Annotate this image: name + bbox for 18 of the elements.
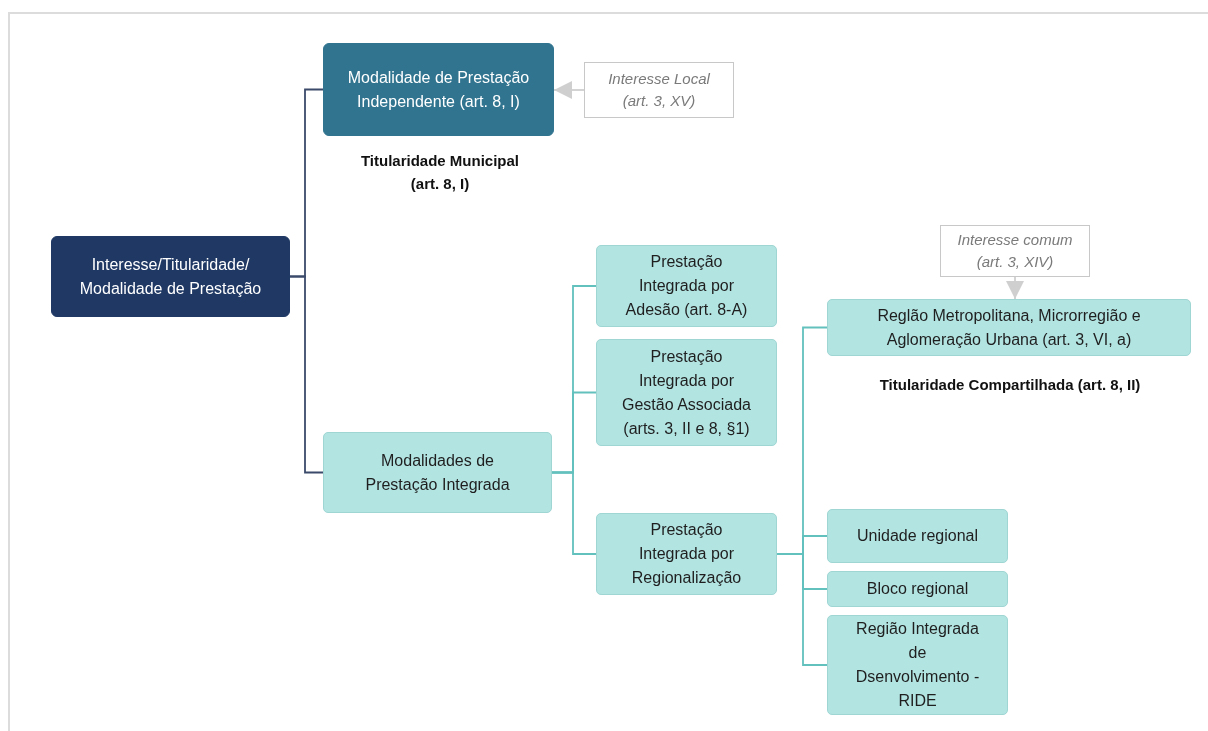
process-box: Bloco regional [827, 571, 1008, 607]
connector-line [289, 275, 324, 474]
annotation-text: Titularidade Municipal (art. 8, I) [359, 151, 521, 194]
process-box: Interesse/Titularidade/ Modalidade de Prestação [51, 236, 290, 317]
process-box: Prestação Integrada por Gestão Associada (arts. 3, II e 8, §1) [596, 339, 777, 446]
process-box: Reglão Metropolitana, Microrregião e Aglomeração Urbana (art. 3, VI, a) [827, 299, 1191, 356]
process-box: Região Integrada de Dsenvolvimento - RIDE [827, 615, 1008, 715]
callout-pointer [1006, 276, 1024, 300]
connector-line [551, 471, 597, 555]
process-box: Modalidades de Prestação Integrada [323, 432, 552, 513]
process-box: Prestação Integrada por Adesão (art. 8-A) [596, 245, 777, 327]
process-box: Unidade regional [827, 509, 1008, 563]
callout-pointer [553, 81, 585, 99]
callout-box: Interesse comum (art. 3, XIV) [940, 225, 1090, 277]
callout-box: Interesse Local (art. 3, XV) [584, 62, 734, 118]
process-box: Modalidade de Prestação Independente (art. 8, I) [323, 43, 554, 136]
annotation-text: Titularidade Compartilhada (art. 8, II) [878, 375, 1142, 395]
process-box: Prestação Integrada por Regionalização [596, 513, 777, 595]
